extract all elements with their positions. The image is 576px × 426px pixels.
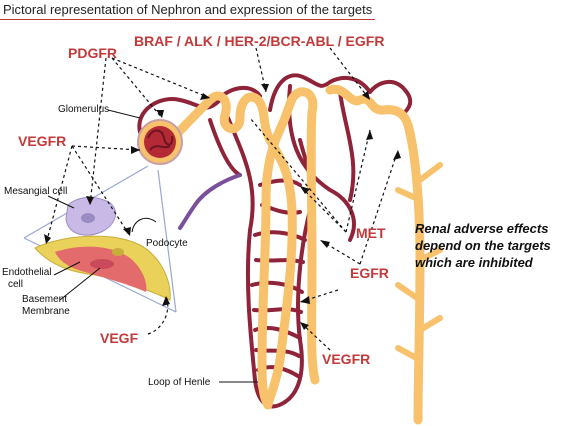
target-label-met: MET	[356, 225, 386, 241]
renal-effects-note: Renal adverse effects depend on the targ…	[415, 220, 575, 271]
label-loop-of-henle: Loop of Henle	[148, 377, 211, 388]
target-label-vegfr-bottom: VEGFR	[322, 351, 370, 367]
zoom-cells	[34, 196, 171, 301]
target-label-pdgfr: PDGFR	[68, 45, 117, 61]
target-label-egfr: EGFR	[350, 265, 389, 281]
pointer-lines	[47, 109, 258, 383]
label-glomerulus: Glomerulus	[58, 104, 109, 115]
afferent-arteriole	[178, 173, 242, 230]
target-label-vegf: VEGF	[100, 330, 139, 346]
note-line-3: which are inhibited	[415, 255, 533, 270]
glomerulus	[137, 119, 183, 165]
label-endothelial-2: cell	[8, 279, 23, 290]
note-line-2: depend on the targets	[415, 238, 551, 253]
label-mesangial-cell: Mesangial cell	[4, 186, 67, 197]
structure-labels: Glomerulus Mesangial cell Podocyte Endot…	[2, 104, 211, 388]
target-label-top: BRAF / ALK / HER-2/BCR-ABL / EGFR	[134, 33, 384, 49]
collecting-duct-branches	[395, 162, 443, 363]
renal-tubule	[171, 84, 425, 425]
target-label-vegfr-left: VEGFR	[18, 133, 66, 149]
note-line-1: Renal adverse effects	[415, 221, 549, 236]
arrowheads	[44, 84, 401, 330]
label-podocyte: Podocyte	[146, 238, 188, 249]
label-basement-1: Basement	[22, 294, 67, 305]
target-labels: BRAF / ALK / HER-2/BCR-ABL / EGFR PDGFR …	[18, 33, 389, 367]
label-endothelial-1: Endothelial	[2, 267, 51, 278]
figure-title: Pictoral representation of Nephron and e…	[3, 2, 373, 17]
label-basement-2: Membrane	[22, 306, 70, 317]
title-underline	[0, 19, 375, 20]
